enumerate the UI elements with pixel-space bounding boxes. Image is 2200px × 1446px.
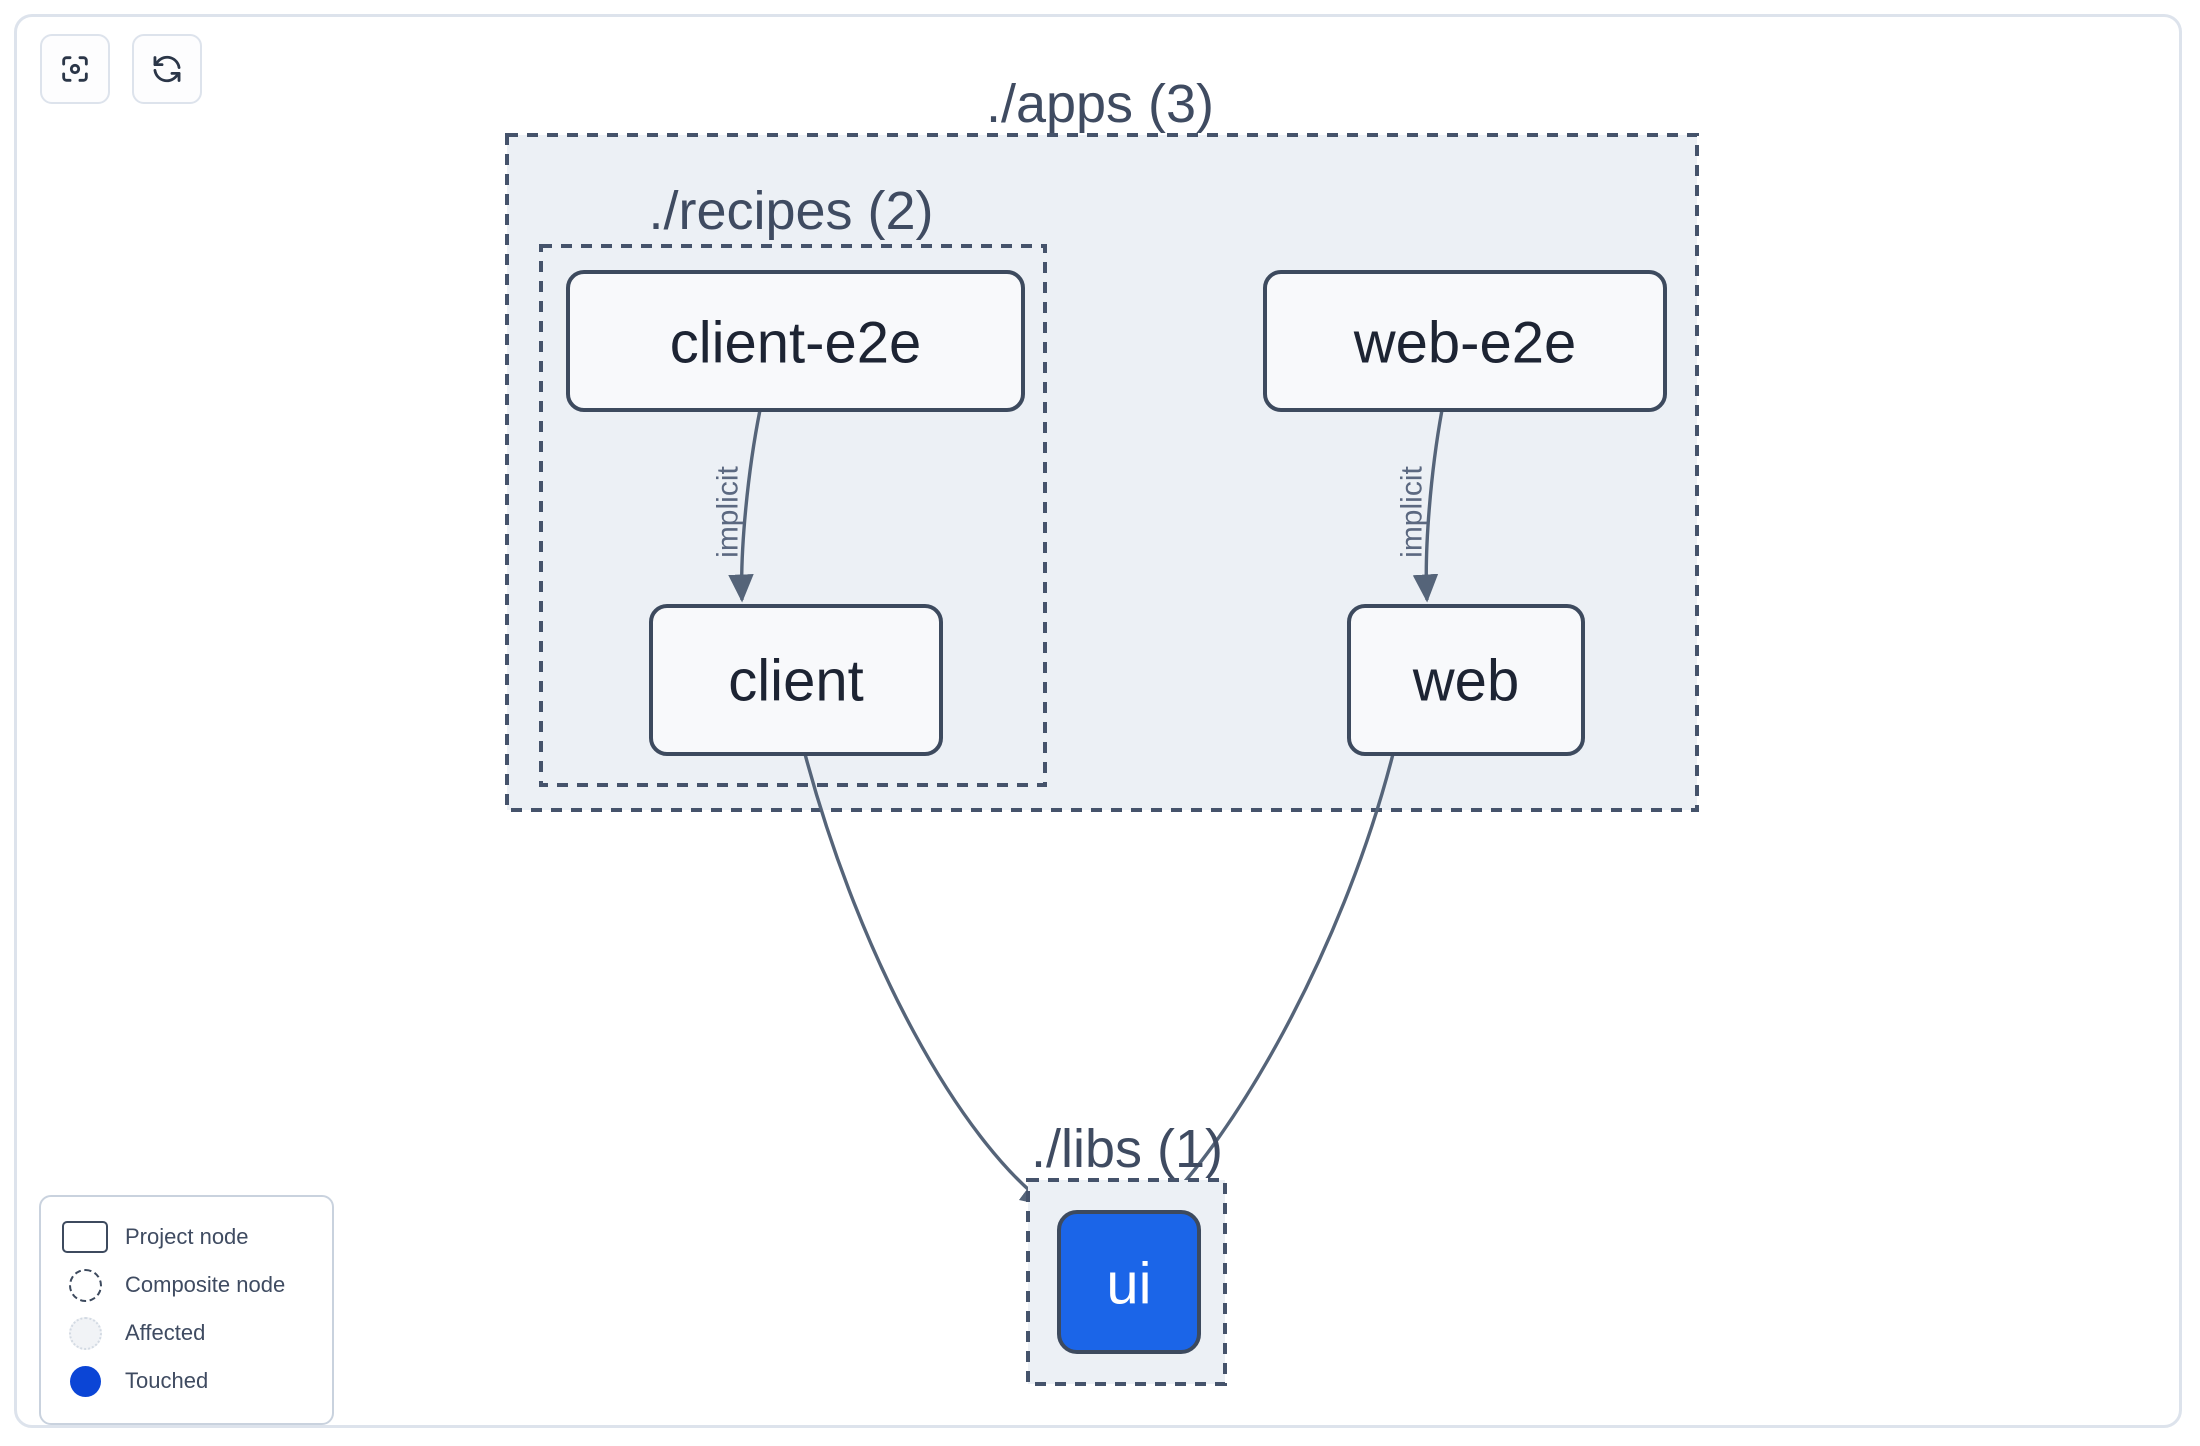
legend-label-composite-node: Composite node bbox=[125, 1272, 286, 1297]
legend-label-affected: Affected bbox=[125, 1320, 206, 1345]
legend-label-project-node: Project node bbox=[125, 1224, 249, 1249]
node-web-rect[interactable] bbox=[1347, 604, 1585, 756]
edge-path[interactable] bbox=[1412, 409, 1444, 603]
project-node-swatch-icon bbox=[61, 1220, 109, 1254]
node-web-e2e-rect[interactable] bbox=[1263, 270, 1667, 412]
edge-path[interactable] bbox=[1161, 753, 1395, 1207]
composite-node-swatch-icon bbox=[61, 1268, 109, 1302]
affected-swatch-icon bbox=[61, 1316, 109, 1350]
node-web-e2e[interactable]: web-e2e bbox=[1263, 270, 1667, 412]
legend-label-touched: Touched bbox=[125, 1368, 209, 1393]
refresh-graph-button[interactable] bbox=[132, 34, 202, 104]
node-ui[interactable]: ui bbox=[1057, 1210, 1201, 1354]
node-ui-rect[interactable] bbox=[1057, 1210, 1201, 1354]
graph-legend: Project node Composite node Affected Tou… bbox=[39, 1195, 334, 1425]
edge-web-to-ui[interactable] bbox=[1161, 753, 1395, 1207]
group-label-apps[interactable]: ./apps (3) bbox=[986, 74, 1214, 134]
legend-item-affected: Affected bbox=[61, 1309, 312, 1357]
node-web[interactable]: web bbox=[1347, 604, 1585, 756]
node-client-e2e[interactable]: client-e2e bbox=[566, 270, 1025, 412]
focus-target-icon bbox=[58, 52, 92, 86]
edge-path[interactable] bbox=[803, 753, 1050, 1207]
node-client-e2e-rect[interactable] bbox=[566, 270, 1025, 412]
group-label-recipes[interactable]: ./recipes (2) bbox=[648, 181, 933, 241]
edge-client-to-ui[interactable] bbox=[803, 753, 1050, 1207]
node-client-rect[interactable] bbox=[649, 604, 943, 756]
touched-swatch-icon bbox=[61, 1364, 109, 1398]
edge-path[interactable] bbox=[728, 409, 762, 603]
legend-item-touched: Touched bbox=[61, 1357, 312, 1405]
refresh-sync-icon bbox=[150, 52, 184, 86]
focus-graph-button[interactable] bbox=[40, 34, 110, 104]
group-label-libs[interactable]: ./libs (1) bbox=[1031, 1119, 1223, 1179]
legend-item-project-node: Project node bbox=[61, 1213, 312, 1261]
node-client[interactable]: client bbox=[649, 604, 943, 756]
graph-toolbar bbox=[40, 34, 202, 104]
legend-item-composite-node: Composite node bbox=[61, 1261, 312, 1309]
